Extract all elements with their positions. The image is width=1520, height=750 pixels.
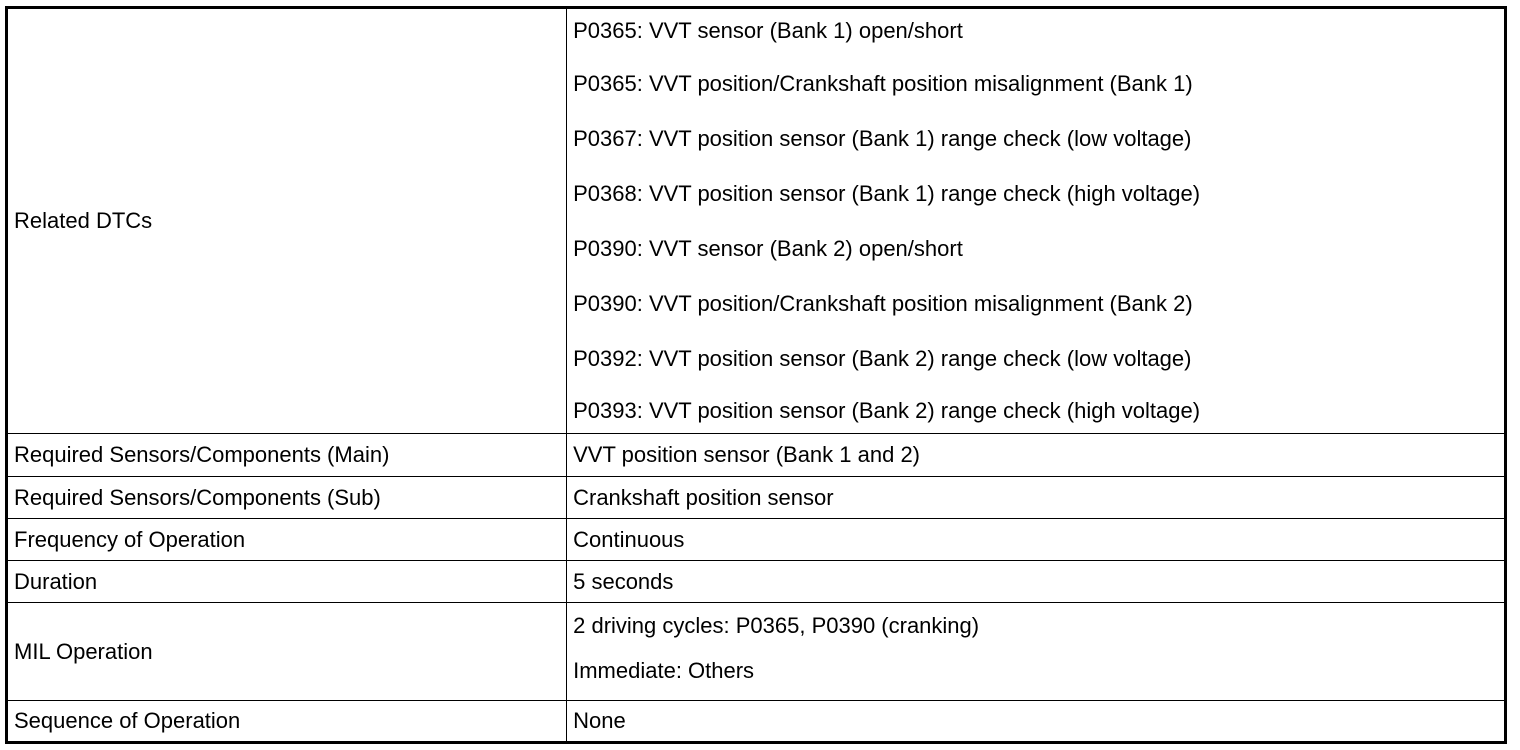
mil-item: 2 driving cycles: P0365, P0390 (cranking… bbox=[573, 613, 980, 638]
row-label-required-main: Required Sensors/Components (Main) bbox=[5, 433, 568, 477]
dtc-item: P0365: VVT position/Crankshaft position … bbox=[573, 71, 1193, 96]
row-label-related-dtcs: Related DTCs bbox=[5, 7, 568, 434]
row-value-frequency: Continuous bbox=[566, 518, 1506, 561]
table-row-mil-operation: MIL Operation 2 driving cycles: P0365, P… bbox=[5, 602, 1506, 701]
row-value-required-main: VVT position sensor (Bank 1 and 2) bbox=[566, 433, 1506, 477]
mil-item: Immediate: Others bbox=[573, 658, 755, 683]
row-label-frequency: Frequency of Operation bbox=[5, 518, 568, 561]
table-row-related-dtcs: Related DTCs P0365: VVT sensor (Bank 1) … bbox=[5, 7, 1506, 434]
table-row-required-main: Required Sensors/Components (Main) VVT p… bbox=[5, 433, 1506, 477]
dtc-item: P0390: VVT position/Crankshaft position … bbox=[573, 291, 1193, 316]
table-row-required-sub: Required Sensors/Components (Sub) Cranks… bbox=[5, 476, 1506, 519]
row-label-mil-operation: MIL Operation bbox=[5, 602, 568, 701]
dtc-item: P0365: VVT sensor (Bank 1) open/short bbox=[573, 18, 963, 43]
row-label-required-sub: Required Sensors/Components (Sub) bbox=[5, 476, 568, 519]
dtc-item: P0368: VVT position sensor (Bank 1) rang… bbox=[573, 181, 1201, 206]
dtc-item: P0393: VVT position sensor (Bank 2) rang… bbox=[573, 398, 1201, 423]
dtc-item: P0390: VVT sensor (Bank 2) open/short bbox=[573, 236, 963, 261]
dtc-item: P0367: VVT position sensor (Bank 1) rang… bbox=[573, 126, 1192, 151]
row-value-sequence: None bbox=[566, 700, 1506, 743]
table-row-frequency: Frequency of Operation Continuous bbox=[5, 518, 1506, 561]
row-value-mil-operation: 2 driving cycles: P0365, P0390 (cranking… bbox=[566, 602, 1506, 701]
row-value-related-dtcs: P0365: VVT sensor (Bank 1) open/short P0… bbox=[566, 7, 1506, 434]
row-label-sequence: Sequence of Operation bbox=[5, 700, 568, 743]
spec-table: Related DTCs P0365: VVT sensor (Bank 1) … bbox=[5, 6, 1507, 744]
table-row-sequence: Sequence of Operation None bbox=[5, 700, 1506, 743]
dtc-item: P0392: VVT position sensor (Bank 2) rang… bbox=[573, 346, 1192, 371]
table-row-duration: Duration 5 seconds bbox=[5, 560, 1506, 603]
row-value-duration: 5 seconds bbox=[566, 560, 1506, 603]
row-label-duration: Duration bbox=[5, 560, 568, 603]
row-value-required-sub: Crankshaft position sensor bbox=[566, 476, 1506, 519]
